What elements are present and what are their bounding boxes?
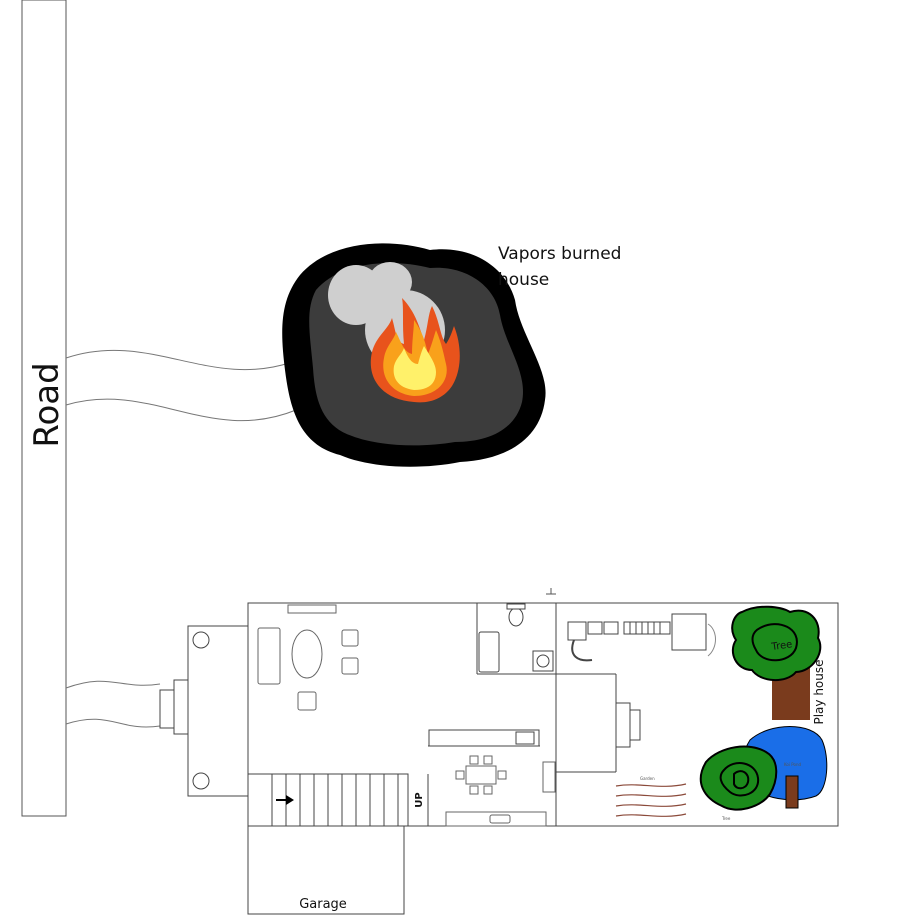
garage-label: Garage <box>299 897 347 912</box>
tree-bottom-icon <box>699 745 778 811</box>
dining-chair <box>469 785 479 795</box>
garage <box>247 825 405 915</box>
stove <box>542 761 556 793</box>
pipe-upper-to-house <box>65 680 161 689</box>
fireplace <box>287 604 337 614</box>
backyard-equipment <box>567 613 716 662</box>
staircase <box>247 773 409 827</box>
toilet <box>508 607 524 627</box>
coffee-table <box>291 629 323 679</box>
dining-chair <box>455 770 465 780</box>
fire-icon <box>370 298 460 403</box>
sofa <box>257 627 281 685</box>
dining-chair <box>483 755 493 765</box>
pipe-lower-to-house <box>65 718 161 728</box>
dining-chair <box>483 785 493 795</box>
burned-house-label-line1: Vapors burned <box>498 244 621 264</box>
tree-top-label: Tree <box>770 639 793 653</box>
pipe-lower-to-burned-house <box>65 398 297 422</box>
burned-house-label: Vapors burned house <box>498 244 627 290</box>
dining-table <box>465 765 497 785</box>
play-house-label: Play house <box>812 659 826 724</box>
toilet-tank <box>506 603 526 610</box>
kitchen-sink <box>515 731 535 745</box>
ottoman <box>297 691 317 711</box>
garden-label: Garden <box>640 776 655 781</box>
armchair <box>341 629 359 647</box>
armchair <box>341 657 359 675</box>
pond-dock <box>785 775 799 809</box>
side-entry <box>615 702 641 748</box>
stairs-up-label: UP <box>414 792 425 807</box>
sink-basin <box>536 654 550 668</box>
kitchen-counter <box>428 729 540 747</box>
burned-house-label-line2: house <box>498 270 549 290</box>
kitchen-sink-bottom <box>489 814 511 824</box>
front-porch <box>159 625 249 797</box>
pond-label: Koi Pond <box>784 762 802 767</box>
pipe-upper-to-burned-house <box>65 349 293 371</box>
garden-rows <box>615 783 687 817</box>
north-marker <box>546 588 556 595</box>
bathtub <box>478 631 500 673</box>
tree-bottom-label: Tree <box>721 816 731 821</box>
tree-top-icon <box>731 605 822 720</box>
dining-chair <box>497 770 507 780</box>
road <box>21 0 67 817</box>
road-label: Road <box>27 362 67 447</box>
dining-chair <box>469 755 479 765</box>
